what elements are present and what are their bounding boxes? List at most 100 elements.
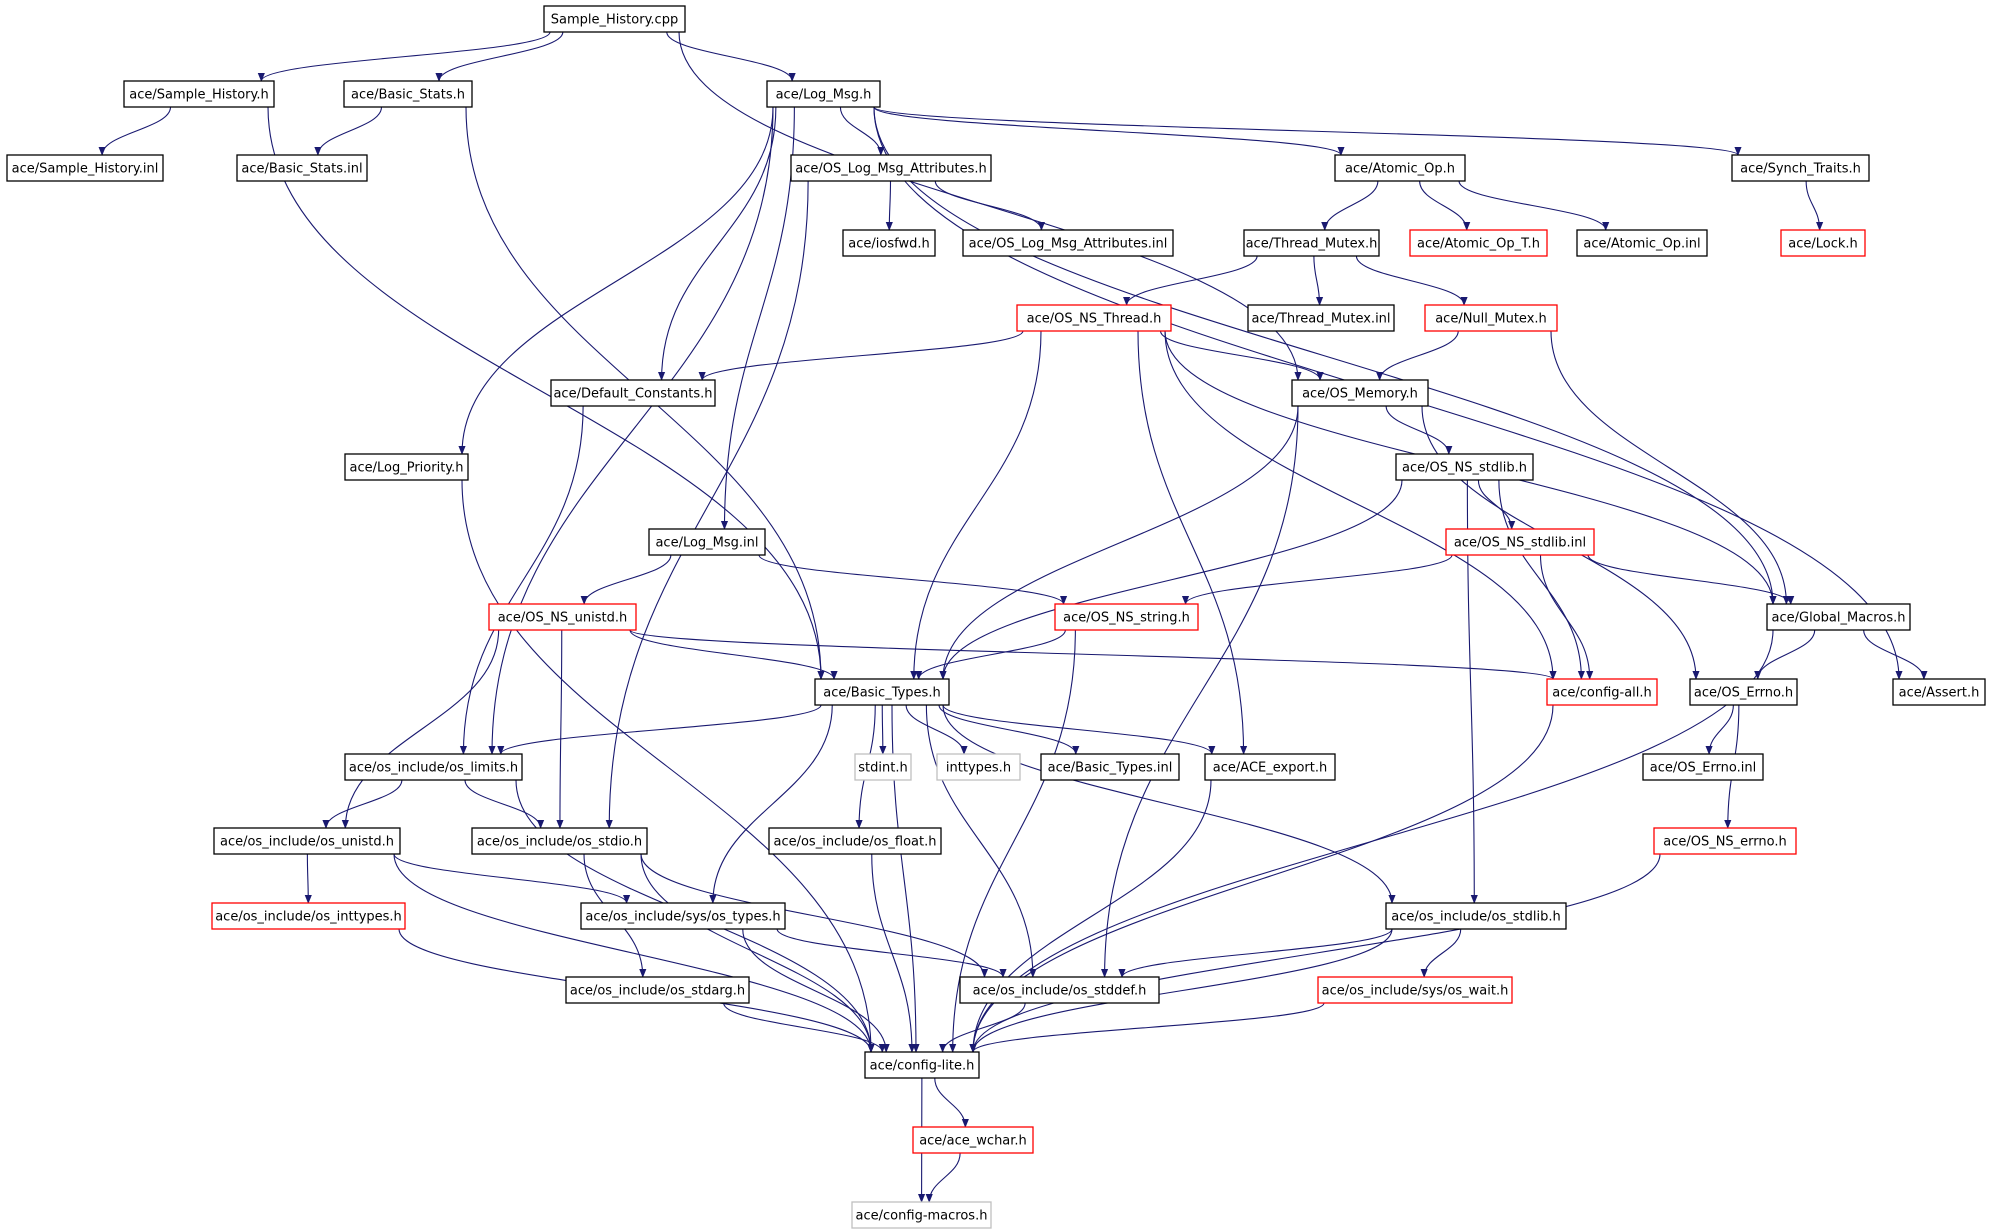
node-box[interactable] [550,379,716,407]
graph-node[interactable]: ace/Thread_Mutex.inl [1247,304,1395,332]
graph-node[interactable]: ace/iosfwd.h [842,229,936,257]
graph-node[interactable]: Sample_History.cpp [543,5,686,33]
node-box[interactable] [1291,379,1429,407]
node-box[interactable] [1642,753,1764,781]
node-box[interactable] [488,603,637,631]
graph-node[interactable]: ace/Atomic_Op_T.h [1409,229,1548,257]
graph-node[interactable]: ace/ace_wchar.h [912,1126,1034,1154]
graph-node[interactable]: ace/OS_NS_Thread.h [1016,304,1172,332]
graph-node[interactable]: ace/OS_NS_errno.h [1653,827,1797,855]
graph-node[interactable]: ace/OS_Errno.h [1689,678,1798,706]
graph-node[interactable]: ace/os_include/sys/os_types.h [580,902,786,930]
node-box[interactable] [1409,229,1548,257]
node-box[interactable] [1247,304,1395,332]
graph-node[interactable]: ace/OS_NS_stdlib.h [1395,453,1534,481]
node-box[interactable] [842,229,936,257]
node-box[interactable] [565,976,750,1004]
graph-node[interactable]: ace/Atomic_Op.inl [1576,229,1708,257]
node-box[interactable] [213,827,401,855]
graph-node[interactable]: ace/Basic_Stats.h [343,80,473,108]
graph-node[interactable]: ace/Global_Macros.h [1766,603,1911,631]
graph-node[interactable]: ace/Null_Mutex.h [1424,304,1558,332]
graph-node[interactable]: ace/os_include/os_unistd.h [213,827,401,855]
graph-node[interactable]: ace/Atomic_Op.h [1334,154,1466,182]
graph-node[interactable]: ace/os_include/os_inttypes.h [211,902,406,930]
graph-node[interactable]: ace/Basic_Types.inl [1040,753,1180,781]
graph-node[interactable]: inttypes.h [936,753,1021,781]
node-box[interactable] [912,1126,1034,1154]
node-box[interactable] [543,5,686,33]
node-box[interactable] [1334,154,1466,182]
graph-node[interactable]: ace/Assert.h [1892,678,1986,706]
graph-node[interactable]: ace/config-lite.h [864,1051,980,1079]
node-box[interactable] [344,753,523,781]
node-box[interactable] [6,154,164,182]
graph-node[interactable]: ace/os_include/os_stdio.h [471,827,648,855]
node-box[interactable] [766,80,881,108]
graph-node[interactable]: ace/os_include/os_stddef.h [959,976,1160,1004]
node-box[interactable] [962,229,1174,257]
graph-node[interactable]: ace/Basic_Stats.inl [236,154,368,182]
graph-node[interactable]: ace/OS_NS_string.h [1054,603,1199,631]
node-box[interactable] [580,902,786,930]
node-box[interactable] [959,976,1160,1004]
graph-node[interactable]: ace/OS_Log_Msg_Attributes.inl [962,229,1174,257]
node-box[interactable] [1780,229,1866,257]
graph-node[interactable]: ace/OS_NS_unistd.h [488,603,637,631]
node-box[interactable] [343,80,473,108]
graph-node[interactable]: ace/Thread_Mutex.h [1243,229,1380,257]
node-box[interactable] [1766,603,1911,631]
graph-node[interactable]: ace/os_include/os_limits.h [344,753,523,781]
node-box[interactable] [814,678,950,706]
node-box[interactable] [1892,678,1986,706]
node-box[interactable] [1243,229,1380,257]
graph-node[interactable]: ace/OS_NS_stdlib.inl [1445,528,1595,556]
node-box[interactable] [1689,678,1798,706]
graph-node[interactable]: ace/Log_Priority.h [344,453,469,481]
graph-node[interactable]: ace/os_include/os_stdlib.h [1385,902,1567,930]
graph-node[interactable]: ace/Lock.h [1780,229,1866,257]
node-box[interactable] [790,154,992,182]
graph-node[interactable]: ace/Log_Msg.h [766,80,881,108]
node-box[interactable] [1445,528,1595,556]
node-box[interactable] [1385,902,1567,930]
graph-node[interactable]: ace/Log_Msg.inl [648,528,766,556]
node-box[interactable] [1204,753,1336,781]
graph-node[interactable]: ace/config-all.h [1546,678,1658,706]
graph-node[interactable]: ace/os_include/os_stdarg.h [565,976,750,1004]
graph-node[interactable]: ace/OS_Log_Msg_Attributes.h [790,154,992,182]
node-box[interactable] [1016,304,1172,332]
node-box[interactable] [1317,976,1513,1004]
node-box[interactable] [864,1051,980,1079]
graph-node[interactable]: ace/OS_Errno.inl [1642,753,1764,781]
node-box[interactable] [1424,304,1558,332]
graph-node[interactable]: ace/OS_Memory.h [1291,379,1429,407]
graph-node[interactable]: ace/os_include/sys/os_wait.h [1317,976,1513,1004]
node-box[interactable] [1040,753,1180,781]
node-box[interactable] [1054,603,1199,631]
graph-node[interactable]: ace/Sample_History.h [123,80,275,108]
node-box[interactable] [768,827,942,855]
graph-node[interactable]: ace/Default_Constants.h [550,379,716,407]
graph-node[interactable]: ace/Synch_Traits.h [1731,154,1870,182]
node-box[interactable] [236,154,368,182]
graph-node[interactable]: ace/config-macros.h [851,1201,992,1229]
graph-node[interactable]: stdint.h [854,753,912,781]
node-box[interactable] [123,80,275,108]
node-box[interactable] [851,1201,992,1229]
node-box[interactable] [1653,827,1797,855]
graph-node[interactable]: ace/os_include/os_float.h [768,827,942,855]
node-box[interactable] [211,902,406,930]
graph-node[interactable]: ace/Sample_History.inl [6,154,164,182]
node-box[interactable] [1731,154,1870,182]
node-box[interactable] [854,753,912,781]
node-box[interactable] [1395,453,1534,481]
node-box[interactable] [1576,229,1708,257]
node-box[interactable] [344,453,469,481]
graph-node[interactable]: ace/ACE_export.h [1204,753,1336,781]
graph-node[interactable]: ace/Basic_Types.h [814,678,950,706]
node-box[interactable] [936,753,1021,781]
node-box[interactable] [648,528,766,556]
node-box[interactable] [471,827,648,855]
node-box[interactable] [1546,678,1658,706]
